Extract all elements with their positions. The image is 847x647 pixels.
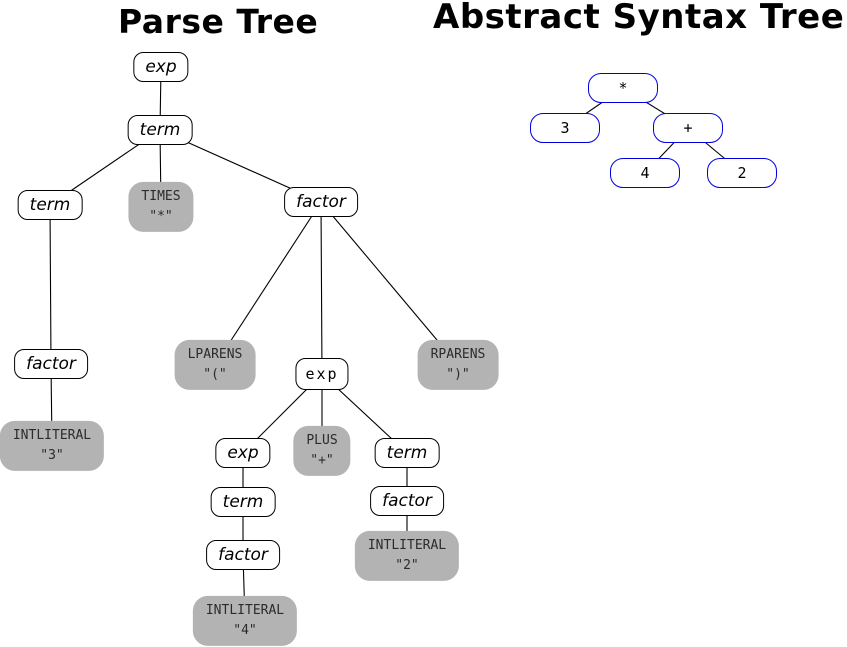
token-node-lparens: LPARENS "(": [174, 339, 256, 391]
token-node-times: TIMES "*": [128, 181, 194, 233]
token-name: INTLITERAL: [205, 602, 285, 618]
parse-node-factor-inner-right: factor: [370, 486, 444, 516]
token-lexeme: ")": [446, 367, 470, 382]
parse-node-term-top: term: [127, 115, 193, 145]
parse-node-exp-root: exp: [133, 52, 189, 82]
token-lexeme: "+": [310, 453, 334, 468]
parse-node-factor-inner-left: factor: [206, 540, 280, 570]
parse-node-term-inner-right: term: [374, 438, 440, 468]
token-lexeme: "4": [233, 623, 257, 638]
tree-edge: [49, 204, 52, 365]
ast-node-3: 3: [530, 113, 600, 143]
tree-edge: [214, 201, 322, 366]
token-lexeme: "3": [40, 448, 64, 463]
token-node-plus: PLUS "+": [293, 425, 351, 477]
parse-node-term-inner-left: term: [210, 487, 276, 517]
tree-edge: [320, 201, 459, 366]
parse-tree-title: Parse Tree: [118, 2, 319, 41]
token-name: LPARENS: [187, 346, 243, 362]
token-name: INTLITERAL: [367, 537, 447, 553]
token-lexeme: "(": [203, 367, 227, 382]
token-node-intliteral-3: INTLITERAL "3": [0, 420, 105, 472]
ast-title: Abstract Syntax Tree: [433, 0, 845, 37]
ast-node-2: 2: [707, 158, 777, 188]
ast-node-4: 4: [610, 158, 680, 188]
token-name: PLUS: [306, 432, 338, 448]
token-node-rparens: RPARENS ")": [417, 339, 499, 391]
token-node-intliteral-2: INTLITERAL "2": [354, 530, 460, 582]
token-name: INTLITERAL: [12, 427, 92, 443]
parse-node-term-left: term: [17, 190, 83, 220]
token-lexeme: "2": [395, 558, 419, 573]
tree-edge: [320, 201, 323, 375]
token-node-intliteral-4: INTLITERAL "4": [192, 595, 298, 647]
parse-node-factor-left: factor: [14, 349, 88, 379]
ast-node-plus: +: [653, 113, 723, 143]
token-name: TIMES: [141, 188, 181, 204]
parse-node-exp-mid: exp: [295, 358, 349, 390]
parse-node-factor-mid: factor: [284, 187, 358, 217]
token-name: RPARENS: [430, 346, 486, 362]
ast-node-mul: *: [588, 73, 658, 103]
parse-node-exp-inner: exp: [215, 438, 271, 468]
token-lexeme: "*": [149, 209, 173, 224]
